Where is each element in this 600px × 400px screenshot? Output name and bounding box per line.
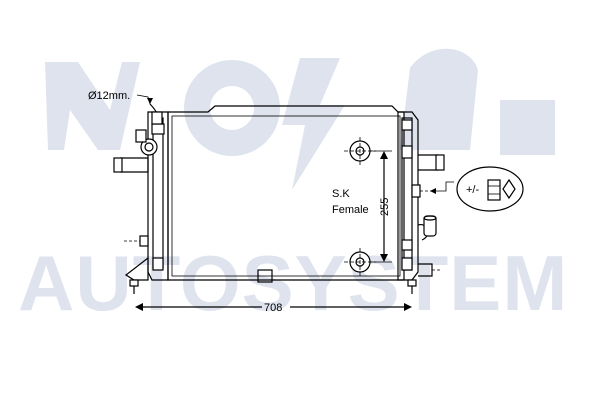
connector-type-label: S.K: [332, 188, 350, 200]
height-dimension-label: 255: [379, 198, 391, 216]
left-inlet-pipe: [113, 157, 123, 173]
pipe-diameter-annotation: Ø12mm.: [88, 90, 163, 125]
right-tank: [397, 111, 445, 294]
sensor-symbol-label: +/-: [466, 184, 479, 196]
left-tank: [113, 111, 169, 294]
height-dimension: [370, 150, 392, 263]
filler-cap-icon: [140, 138, 158, 156]
watermark-brand: AUTOSYSTEM: [18, 239, 568, 327]
drain-outlet-pipe: [423, 215, 437, 237]
sensor-icon: [487, 179, 501, 201]
sensor-port: [411, 184, 421, 198]
connector-gender-label: Female: [332, 204, 369, 216]
right-mount-pin: [407, 279, 417, 287]
width-dimension: [135, 303, 412, 311]
pipe-diameter-label: Ø12mm.: [88, 90, 130, 102]
left-upper-bracket: [151, 123, 165, 135]
width-dimension-label: 708: [264, 302, 282, 314]
left-mount-pin: [129, 279, 139, 287]
right-inlet-pipe: [435, 154, 445, 171]
watermark-logo: [45, 48, 555, 190]
sensor-detail-callout: [430, 166, 524, 212]
